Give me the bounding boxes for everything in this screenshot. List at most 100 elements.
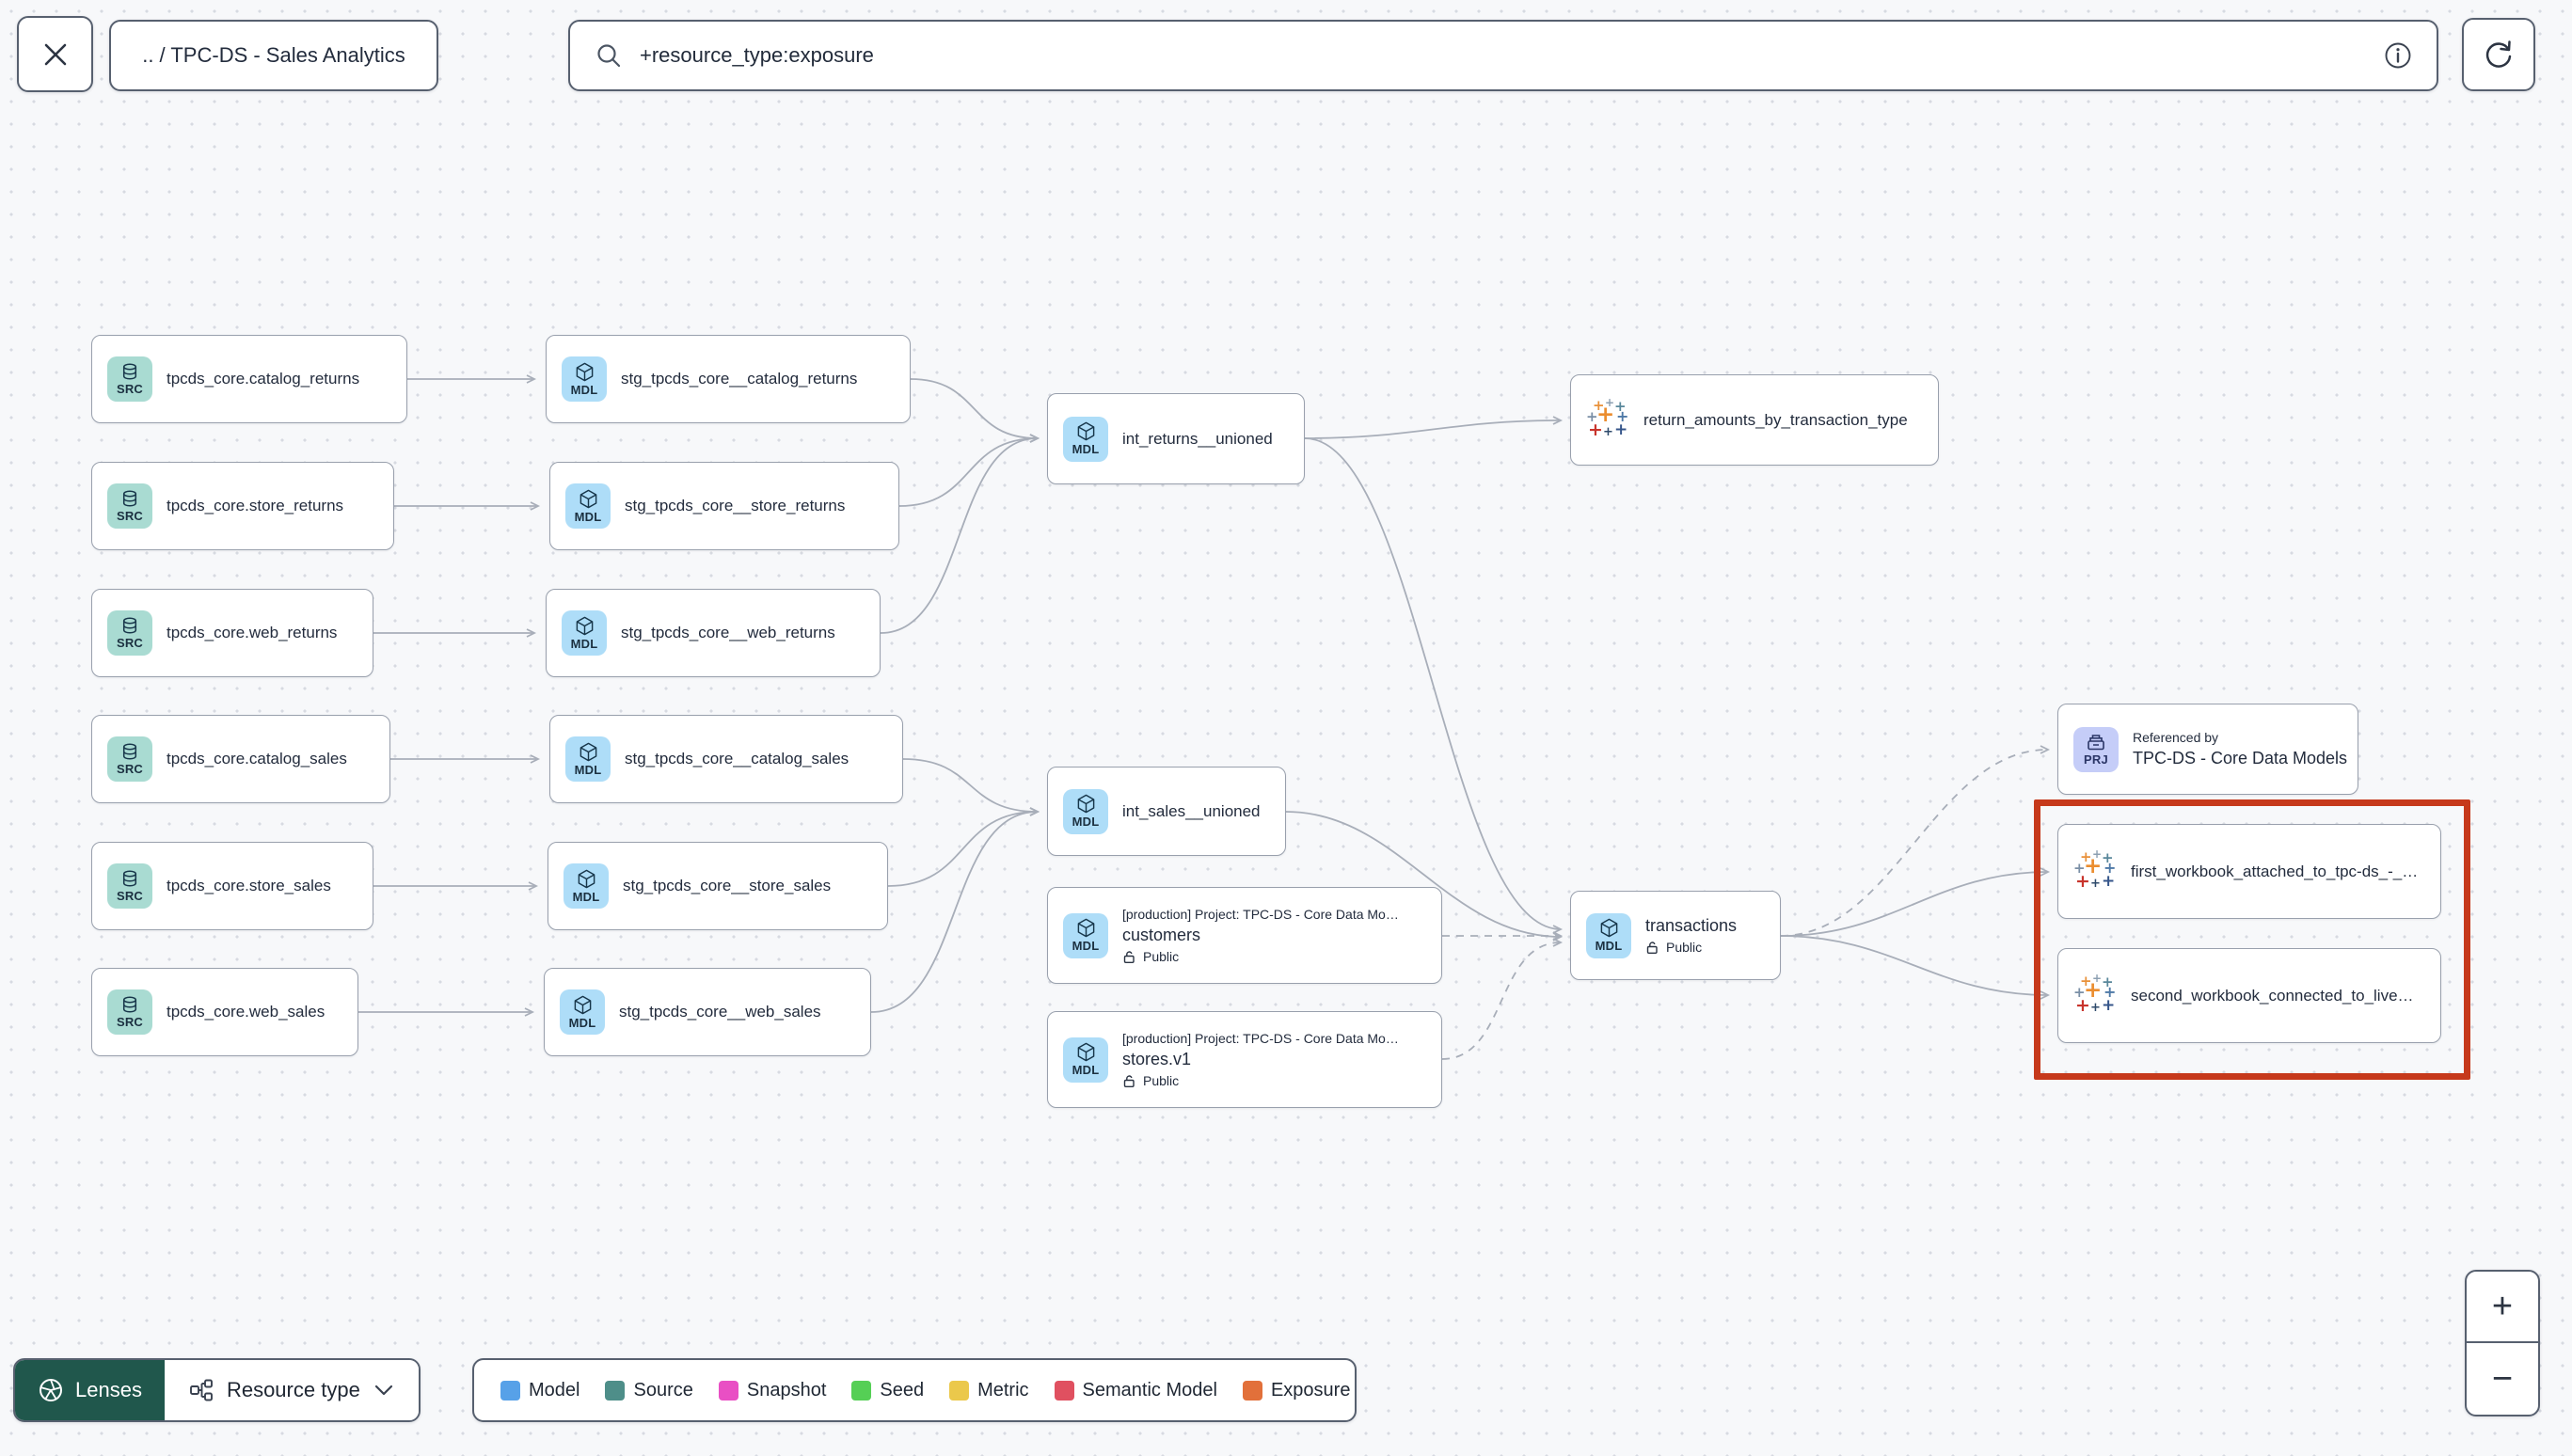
lineage-edge: [870, 807, 1040, 1013]
lineage-edge: [1304, 416, 1564, 439]
zoom-controls: + −: [2465, 1270, 2540, 1416]
mdl-badge: MDL: [1063, 1037, 1108, 1083]
cube-icon: [1077, 421, 1094, 441]
cube-icon: [1600, 918, 1617, 938]
database-icon: [122, 617, 137, 634]
info-icon[interactable]: [2384, 41, 2412, 70]
lineage-edge: [1304, 437, 1564, 934]
legend-swatch: [1242, 1380, 1262, 1401]
zoom-in-button[interactable]: +: [2467, 1272, 2538, 1343]
node-int-returns-unioned[interactable]: MDL int_returns__unioned: [1047, 393, 1305, 484]
cube-icon: [579, 742, 596, 761]
close-button[interactable]: [17, 16, 93, 92]
node-label: tpcds_core.store_returns: [167, 497, 344, 514]
lineage-edge: [1780, 745, 2051, 937]
node-label: tpcds_core.catalog_returns: [167, 370, 360, 388]
cube-icon: [1077, 794, 1094, 814]
node-label: int_sales__unioned: [1122, 801, 1261, 820]
cube-icon: [576, 616, 593, 635]
node-label: stg_tpcds_core__web_sales: [619, 1003, 821, 1021]
src-badge: SRC: [107, 483, 152, 529]
lock-open-icon: [1646, 941, 1658, 954]
tableau-exposure-icon: +++++++++: [2073, 971, 2117, 1016]
resource-type-icon: [190, 1379, 213, 1401]
lineage-edge: [902, 758, 1040, 816]
legend-item-seed: Seed: [851, 1380, 924, 1401]
chevron-down-icon: [374, 1385, 392, 1396]
legend-item-semantic-model: Semantic Model: [1054, 1380, 1217, 1401]
node-customers[interactable]: MDL[production] Project: TPC-DS - Core D…: [1047, 887, 1442, 984]
node-access: Public: [1645, 940, 1737, 955]
src-badge: SRC: [107, 989, 152, 1035]
lineage-edge: [887, 807, 1040, 887]
project-icon: [2088, 734, 2104, 750]
breadcrumb[interactable]: .. / TPC-DS - Sales Analytics: [109, 20, 438, 91]
node-second-workbook[interactable]: +++++++++second_workbook_connected_to_li…: [2057, 948, 2441, 1043]
lens-control: Lenses Resource type: [13, 1358, 421, 1422]
node-stg-catalog-sales[interactable]: MDL stg_tpcds_core__catalog_sales: [549, 715, 903, 803]
node-label: int_returns__unioned: [1122, 429, 1273, 448]
node-label: stg_tpcds_core__catalog_sales: [625, 750, 849, 768]
mdl-badge: MDL: [565, 483, 611, 529]
node-src-store-returns[interactable]: SRC tpcds_core.store_returns: [91, 462, 394, 550]
node-stg-catalog-returns[interactable]: MDL stg_tpcds_core__catalog_returns: [546, 335, 911, 423]
mdl-badge: MDL: [1063, 788, 1108, 834]
refresh-button[interactable]: [2462, 18, 2535, 91]
node-stg-web-sales[interactable]: MDL stg_tpcds_core__web_sales: [544, 968, 871, 1056]
node-stores-v1[interactable]: MDL[production] Project: TPC-DS - Core D…: [1047, 1011, 1442, 1108]
exposure-highlight-rect: [2034, 799, 2470, 1080]
lenses-button[interactable]: Lenses: [15, 1360, 165, 1420]
legend-swatch: [949, 1380, 970, 1401]
tableau-exposure-icon: +++++++++: [1586, 395, 1629, 440]
mdl-badge: MDL: [562, 356, 607, 402]
node-label: tpcds_core.web_sales: [167, 1003, 325, 1021]
mdl-badge: MDL: [1063, 416, 1108, 462]
legend-item-snapshot: Snapshot: [718, 1380, 826, 1401]
resource-type-button[interactable]: Resource type: [164, 1360, 419, 1420]
node-label: TPC-DS - Core Data Models: [2133, 749, 2348, 768]
lineage-edge: [1441, 938, 1564, 1060]
lineage-edge: [910, 378, 1040, 443]
node-int-sales-unioned[interactable]: MDL int_sales__unioned: [1047, 767, 1286, 856]
cube-icon: [578, 869, 595, 888]
node-label: tpcds_core.store_sales: [167, 877, 331, 894]
node-first-workbook[interactable]: +++++++++first_workbook_attached_to_tpc-…: [2057, 824, 2441, 919]
node-label: return_amounts_by_transaction_type: [1643, 410, 1908, 429]
mdl-badge: MDL: [564, 863, 609, 909]
node-access: Public: [1122, 949, 1399, 964]
cube-icon: [579, 489, 596, 508]
search-bar: [568, 20, 2438, 91]
legend-item-source: Source: [605, 1380, 693, 1401]
mdl-badge: MDL: [560, 989, 605, 1035]
database-icon: [122, 870, 137, 887]
node-project-header: [production] Project: TPC-DS - Core Data…: [1122, 907, 1399, 922]
zoom-out-button[interactable]: −: [2491, 1358, 2514, 1399]
lineage-edge: [898, 434, 1040, 507]
node-src-web-sales[interactable]: SRC tpcds_core.web_sales: [91, 968, 358, 1056]
node-label: first_workbook_attached_to_tpc-ds_-_…: [2131, 862, 2419, 880]
node-label: stg_tpcds_core__catalog_returns: [621, 370, 858, 388]
node-referenced-by: Referenced by: [2133, 730, 2219, 745]
lock-open-icon: [1123, 950, 1135, 963]
node-return-amounts[interactable]: +++++++++ return_amounts_by_transaction_t…: [1570, 374, 1939, 466]
legend-swatch: [1054, 1380, 1074, 1401]
lineage-edge: [880, 434, 1040, 634]
breadcrumb-label: .. / TPC-DS - Sales Analytics: [142, 43, 405, 67]
search-input[interactable]: [640, 43, 2384, 68]
lineage-edge: [1780, 867, 2051, 937]
legend-swatch: [605, 1380, 626, 1401]
mdl-badge: MDL: [565, 736, 611, 782]
lock-open-icon: [1123, 1074, 1135, 1087]
cube-icon: [1077, 918, 1094, 938]
close-icon: [44, 43, 66, 65]
cube-icon: [576, 362, 593, 381]
